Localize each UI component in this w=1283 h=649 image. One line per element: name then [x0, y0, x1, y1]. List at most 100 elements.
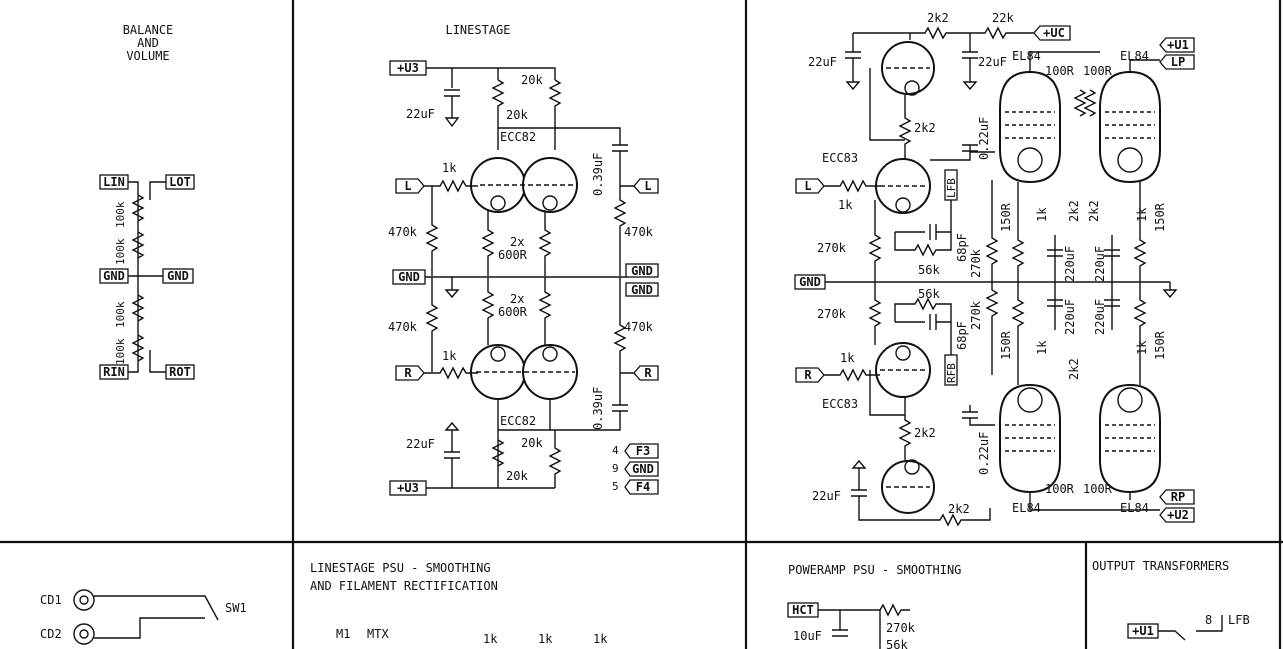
balance-section: BALANCE AND VOLUME LIN LOT GND GND RIN R…	[99, 23, 195, 380]
pw-l-in: L	[804, 179, 811, 193]
pp-title: POWERAMP PSU - SMOOTHING	[788, 563, 961, 577]
bt-cd1: CD1	[40, 593, 62, 607]
balance-title-2: AND	[137, 36, 159, 50]
bt-sw1: SW1	[225, 601, 247, 615]
pw-r150-d: 150R	[1153, 330, 1167, 360]
pw-r1k-f: 1k	[1135, 340, 1149, 355]
ls-r1k-bot: 1k	[442, 349, 457, 363]
ls-r470-b: 470k	[624, 225, 654, 239]
pw-c022-b: 0.22uF	[977, 432, 991, 475]
ls-pnum4: 4	[612, 444, 619, 457]
pw-u1: +U1	[1167, 38, 1189, 52]
balance-lot: LOT	[169, 175, 191, 189]
pw-r100-a: 100R	[1045, 64, 1075, 78]
balance-gnd-in: GND	[103, 269, 125, 283]
psu-title-2: AND FILAMENT RECTIFICATION	[310, 579, 498, 593]
pw-lfb: LFB	[945, 178, 958, 198]
bottom-section: CD1 CD2 SW1 LINESTAGE PSU - SMOOTHING AN…	[40, 559, 1250, 649]
bt-r1k3: 1k	[593, 632, 608, 646]
ls-r470-c: 470k	[388, 320, 418, 334]
pw-c022-a: 0.22uF	[977, 117, 991, 160]
balance-title-3: VOLUME	[126, 49, 169, 63]
ls-l-in: L	[404, 179, 411, 193]
pw-el84-tl: EL84	[1012, 49, 1041, 63]
bt-u1: +U1	[1132, 624, 1154, 638]
pw-el84-tr: EL84	[1120, 49, 1149, 63]
ls-c-bot: 22uF	[406, 437, 435, 451]
psu-title-1: LINESTAGE PSU - SMOOTHING	[310, 561, 491, 575]
bt-r1k1: 1k	[483, 632, 498, 646]
ls-r20k-d: 20k	[506, 469, 528, 483]
bt-r1k2: 1k	[538, 632, 553, 646]
pw-lp: LP	[1171, 55, 1185, 69]
pw-r270-b: 270k	[969, 248, 983, 278]
ls-u3-top: +U3	[397, 61, 419, 75]
ls-rk-top-b: 600R	[498, 248, 528, 262]
ls-rk-bot-b: 600R	[498, 305, 528, 319]
bt-r270: 270k	[886, 621, 916, 635]
bt-mtx: MTX	[367, 627, 389, 641]
bt-lfb: LFB	[1228, 613, 1250, 627]
pw-r150-a: 150R	[999, 202, 1013, 232]
pw-c220-c: 220uF	[1063, 299, 1077, 335]
pw-r-in: R	[804, 368, 812, 382]
pw-r1k-e: 1k	[1035, 340, 1049, 355]
balance-rot: ROT	[169, 365, 191, 379]
pw-gnd: GND	[799, 275, 821, 289]
pw-r1k-a: 1k	[838, 198, 853, 212]
ls-pin-f3: F3	[636, 444, 650, 458]
ls-gnd-out1: GND	[631, 264, 653, 278]
ls-cap-top: 0.39uF	[591, 153, 605, 196]
pw-r270-a: 270k	[817, 241, 847, 255]
pw-r1k-b: 1k	[840, 351, 855, 365]
pw-c68-b: 68pF	[955, 321, 969, 350]
balance-lin: LIN	[103, 175, 125, 189]
pw-r270-d: 270k	[969, 300, 983, 330]
power-section: 2k2 22k +UC 22uF 22uF 2k2 ECC83 L 1k LFB…	[794, 11, 1195, 527]
balance-r4: 100k	[114, 338, 127, 365]
pw-r150-b: 150R	[1153, 202, 1167, 232]
pw-r2k2-c: 2k2	[1087, 200, 1101, 222]
ot-title: OUTPUT TRANSFORMERS	[1092, 559, 1229, 573]
ls-pnum9: 9	[612, 462, 619, 475]
ls-r20k-b: 20k	[506, 108, 528, 122]
pw-r56-b: 56k	[918, 287, 940, 301]
ls-tube-bot: ECC82	[500, 414, 536, 428]
bt-cd2: CD2	[40, 627, 62, 641]
ls-pnum5: 5	[612, 480, 619, 493]
linestage-section: LINESTAGE +U3 22uF 20k 20k ECC82 L 1k 47…	[388, 23, 659, 496]
pw-c68-a: 68pF	[955, 233, 969, 262]
ls-r-out: R	[644, 366, 652, 380]
pw-r2k2-top: 2k2	[927, 11, 949, 25]
bt-m1: M1	[336, 627, 350, 641]
ls-r20k-c: 20k	[521, 436, 543, 450]
ls-l-out: L	[644, 179, 651, 193]
pw-rp: RP	[1171, 490, 1185, 504]
pw-r2k2-d: 2k2	[914, 426, 936, 440]
ls-r20k-a: 20k	[521, 73, 543, 87]
pw-ecc83-top: ECC83	[822, 151, 858, 165]
pw-rfb: RFB	[945, 363, 958, 383]
pw-r2k2-f: 2k2	[948, 502, 970, 516]
balance-rin: RIN	[103, 365, 125, 379]
pw-c22-b: 22uF	[978, 55, 1007, 69]
ls-gnd: GND	[398, 270, 420, 284]
pw-c220-b: 220uF	[1093, 246, 1107, 282]
balance-title-1: BALANCE	[123, 23, 174, 37]
pw-r2k2-b: 2k2	[1067, 200, 1081, 222]
balance-r3: 100k	[114, 301, 127, 328]
pw-r100-d: 100R	[1083, 482, 1113, 496]
ls-cap-bot: 0.39uF	[591, 387, 605, 430]
ls-rk-bot-a: 2x	[510, 292, 524, 306]
pw-el84-br: EL84	[1120, 501, 1149, 515]
ls-r470-d: 470k	[624, 320, 654, 334]
ls-gnd-out2: GND	[631, 283, 653, 297]
pw-r270-c: 270k	[817, 307, 847, 321]
pw-r22k: 22k	[992, 11, 1014, 25]
pw-r2k2-a: 2k2	[914, 121, 936, 135]
pw-r1k-c: 1k	[1035, 207, 1049, 222]
ls-c-top: 22uF	[406, 107, 435, 121]
pw-r100-c: 100R	[1045, 482, 1075, 496]
